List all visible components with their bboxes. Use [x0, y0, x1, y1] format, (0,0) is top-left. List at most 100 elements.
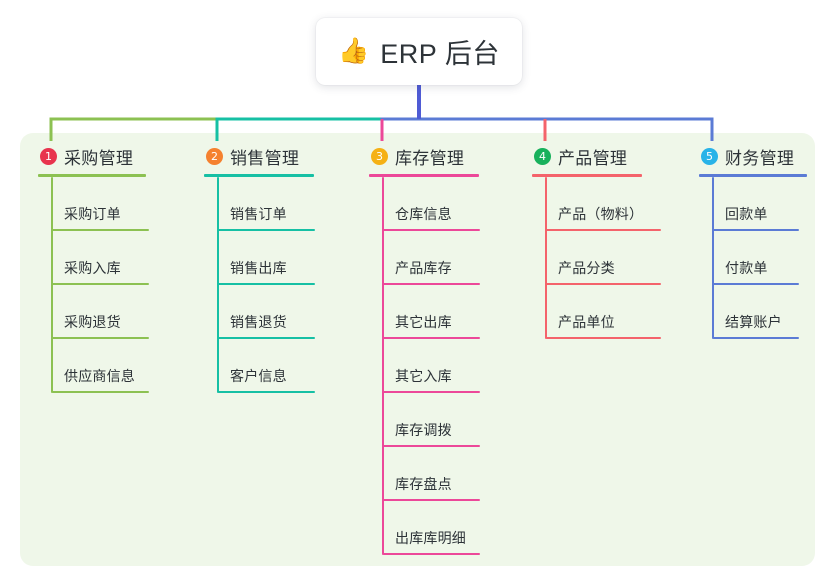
- branch-item-rule: [218, 337, 315, 339]
- branch-spine: [382, 177, 384, 555]
- branch-header-rule: [38, 174, 146, 177]
- branch-item-label: 其它出库: [395, 314, 452, 330]
- branch-item-label: 产品库存: [395, 260, 452, 276]
- branches-panel: [20, 133, 815, 566]
- branch-item-label: 仓库信息: [395, 206, 452, 222]
- branch-item[interactable]: 仓库信息: [383, 177, 480, 231]
- branch-item-label: 回款单: [725, 206, 768, 222]
- branch-item-label: 产品分类: [558, 260, 615, 276]
- branch-item-label: 出库库明细: [395, 530, 466, 546]
- branch-column: 2 销售管理销售订单销售出库销售退货客户信息: [204, 143, 315, 393]
- branch-item-rule: [383, 553, 480, 555]
- branch-item-label: 产品（物料）: [558, 206, 644, 222]
- branch-title: 库存管理: [395, 148, 465, 168]
- branch-item-rule: [546, 229, 661, 231]
- branch-item[interactable]: 产品库存: [383, 231, 480, 285]
- branch-item[interactable]: 其它入库: [383, 339, 480, 393]
- branch-spine: [545, 177, 547, 339]
- branch-header[interactable]: 4 产品管理: [532, 143, 661, 169]
- branch-title: 销售管理: [230, 148, 300, 168]
- branch-item[interactable]: 销售出库: [218, 231, 315, 285]
- branch-item[interactable]: 库存调拨: [383, 393, 480, 447]
- branch-item[interactable]: 客户信息: [218, 339, 315, 393]
- branch-item[interactable]: 结算账户: [713, 285, 807, 339]
- branch-item[interactable]: 回款单: [713, 177, 807, 231]
- branch-number-badge: 5: [701, 147, 718, 165]
- branch-item[interactable]: 产品单位: [546, 285, 661, 339]
- branch-item[interactable]: 其它出库: [383, 285, 480, 339]
- branch-title: 采购管理: [64, 148, 134, 168]
- branch-item-label: 销售出库: [230, 260, 287, 276]
- branch-item[interactable]: 采购退货: [52, 285, 149, 339]
- branch-item-rule: [713, 229, 799, 231]
- branch-item-rule: [218, 229, 315, 231]
- branch-item-label: 结算账户: [725, 314, 782, 330]
- branch-title: 财务管理: [725, 148, 795, 168]
- branch-number-badge: 1: [40, 147, 57, 165]
- branch-item-rule: [383, 499, 480, 501]
- branch-header[interactable]: 2 销售管理: [204, 143, 315, 169]
- branch-header-rule: [532, 174, 642, 177]
- branch-item[interactable]: 销售订单: [218, 177, 315, 231]
- branch-item-label: 销售退货: [230, 314, 287, 330]
- branch-item[interactable]: 产品分类: [546, 231, 661, 285]
- branch-header-rule: [204, 174, 314, 177]
- branch-items: 仓库信息产品库存其它出库其它入库库存调拨库存盘点出库库明细: [369, 177, 480, 555]
- branch-header-rule: [369, 174, 479, 177]
- branch-column: 5 财务管理回款单付款单结算账户: [699, 143, 807, 339]
- branch-item-label: 库存盘点: [395, 476, 452, 492]
- root-node-content: 👍 ERP 后台: [338, 32, 500, 71]
- root-node-title: ERP 后台: [380, 39, 500, 69]
- branch-item-rule: [52, 229, 149, 231]
- branch-column: 1 采购管理采购订单采购入库采购退货供应商信息: [38, 143, 149, 393]
- branch-item-rule: [52, 391, 149, 393]
- branch-number-badge: 4: [534, 147, 551, 165]
- branch-spine: [712, 177, 714, 339]
- branch-item-label: 采购退货: [64, 314, 121, 330]
- branch-header[interactable]: 5 财务管理: [699, 143, 807, 169]
- branch-item-label: 采购订单: [64, 206, 121, 222]
- root-node[interactable]: 👍 ERP 后台: [316, 18, 522, 85]
- branch-spine: [51, 177, 53, 393]
- branch-items: 采购订单采购入库采购退货供应商信息: [38, 177, 149, 393]
- branch-header-rule: [699, 174, 807, 177]
- branch-item-rule: [546, 337, 661, 339]
- branch-item-label: 产品单位: [558, 314, 615, 330]
- branch-item-label: 采购入库: [64, 260, 121, 276]
- branch-number-badge: 2: [206, 147, 223, 165]
- branch-item[interactable]: 采购订单: [52, 177, 149, 231]
- branch-item-rule: [383, 283, 480, 285]
- branch-item-rule: [218, 391, 315, 393]
- branch-header[interactable]: 1 采购管理: [38, 143, 149, 169]
- branch-item-label: 库存调拨: [395, 422, 452, 438]
- branch-item-label: 付款单: [725, 260, 768, 276]
- branch-column: 4 产品管理产品（物料） 产品分类产品单位: [532, 143, 661, 339]
- branch-item-label: 供应商信息: [64, 368, 135, 384]
- branch-item-rule: [383, 337, 480, 339]
- branch-item-label: 客户信息: [230, 368, 287, 384]
- branch-item-rule: [52, 283, 149, 285]
- branch-item-rule: [383, 445, 480, 447]
- branch-item-label: 其它入库: [395, 368, 452, 384]
- branch-item-rule: [546, 283, 661, 285]
- branch-item[interactable]: 出库库明细: [383, 501, 480, 555]
- branch-item-rule: [383, 391, 480, 393]
- branch-items: 销售订单销售出库销售退货客户信息: [204, 177, 315, 393]
- branch-title: 产品管理: [558, 148, 628, 168]
- branch-spine: [217, 177, 219, 393]
- branch-item[interactable]: 库存盘点: [383, 447, 480, 501]
- branch-item[interactable]: 付款单: [713, 231, 807, 285]
- branch-item[interactable]: 产品（物料）: [546, 177, 661, 231]
- branch-item-rule: [383, 229, 480, 231]
- branch-item-rule: [713, 283, 799, 285]
- thumbs-up-icon: 👍: [338, 37, 370, 65]
- branch-item-rule: [52, 337, 149, 339]
- branch-item-rule: [713, 337, 799, 339]
- branch-item[interactable]: 供应商信息: [52, 339, 149, 393]
- branch-item[interactable]: 销售退货: [218, 285, 315, 339]
- branch-item[interactable]: 采购入库: [52, 231, 149, 285]
- branch-item-label: 销售订单: [230, 206, 287, 222]
